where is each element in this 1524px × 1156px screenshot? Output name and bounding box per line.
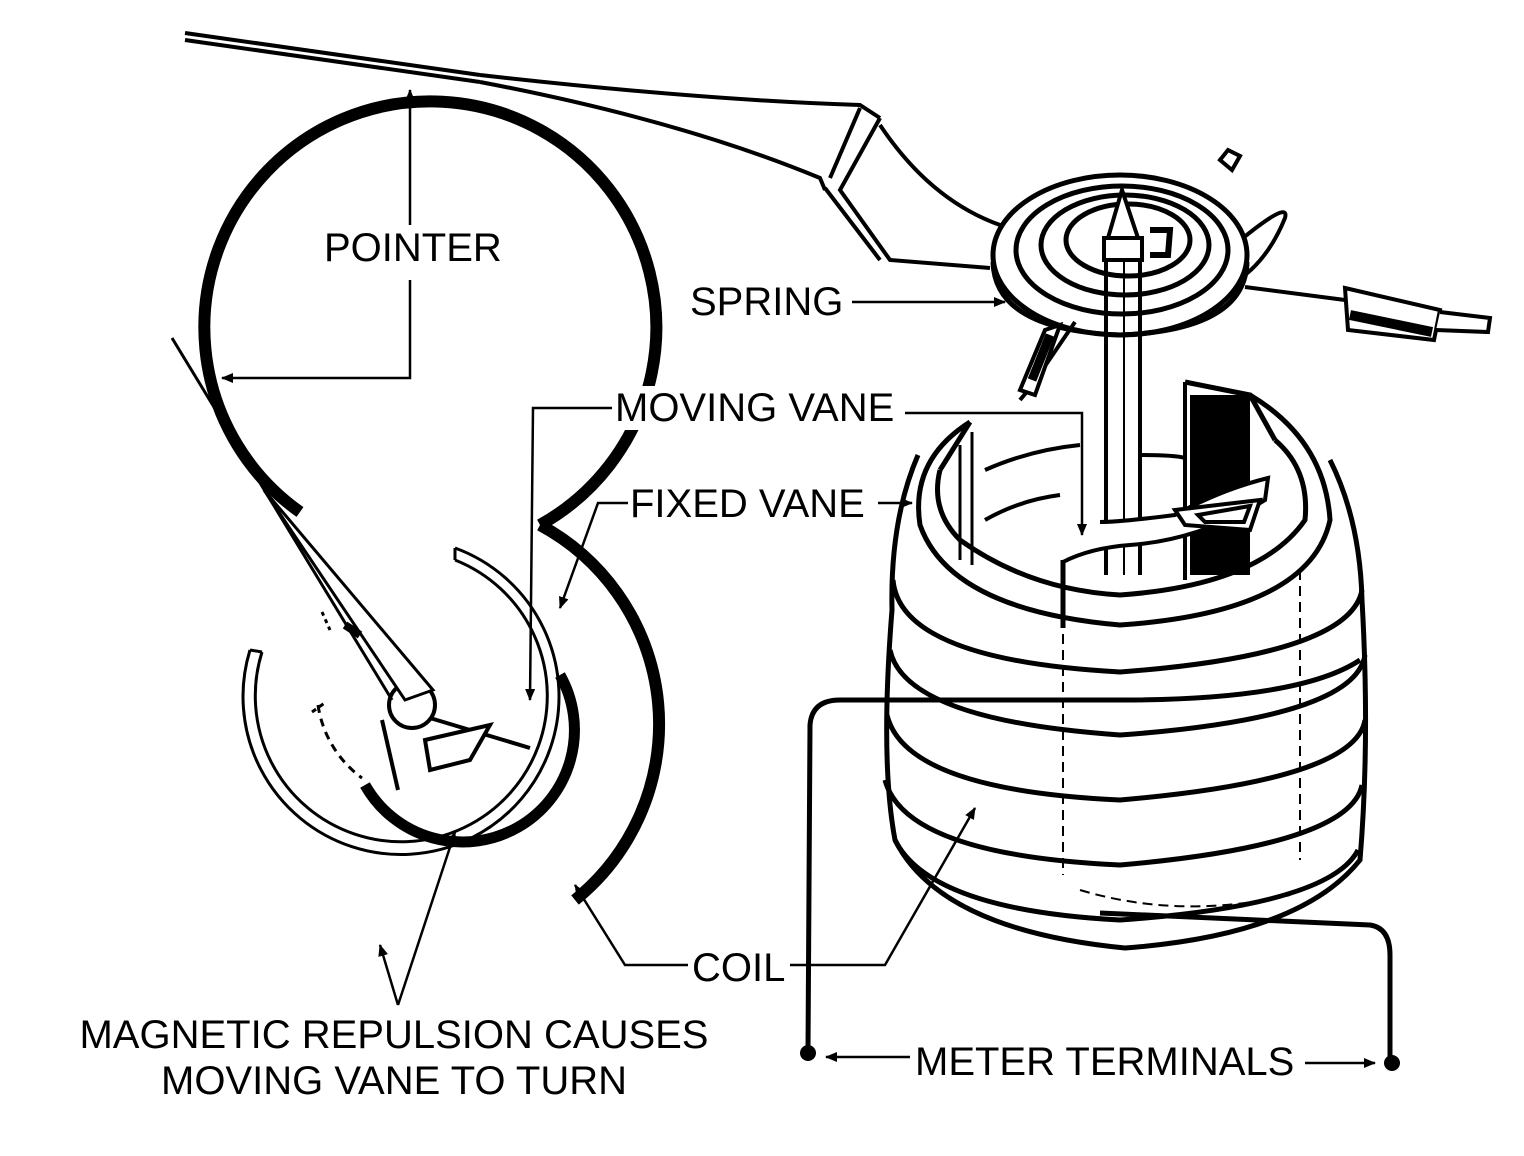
left-meter-terminal xyxy=(800,1045,816,1061)
moving-vane-arc xyxy=(360,672,580,848)
moving-vane-leader-right xyxy=(905,411,1087,536)
repulsion-leader-2 xyxy=(396,831,457,1006)
leader-lines xyxy=(221,89,1376,1068)
repulsion-leader-1 xyxy=(378,944,400,1006)
fixed-vane-label: FIXED VANE xyxy=(630,482,865,526)
coil-label: COIL xyxy=(692,946,786,990)
terminal-wires xyxy=(805,657,1393,1060)
caption-line-2: MOVING VANE TO TURN xyxy=(161,1059,627,1103)
coil-ring-lower xyxy=(537,519,666,905)
moving-vane-previous-position xyxy=(316,704,363,780)
pointer-arm xyxy=(184,31,1001,270)
meter-terminals-label: METER TERMINALS xyxy=(915,1040,1295,1084)
end-view xyxy=(170,95,666,905)
coil-ring xyxy=(198,95,663,531)
spring-label: SPRING xyxy=(690,280,844,324)
balance-weights xyxy=(1017,285,1493,402)
coil-leader-right xyxy=(790,807,977,967)
repulsion-caption: MAGNETIC REPULSION CAUSES MOVING VANE TO… xyxy=(64,1012,724,1104)
perspective-view xyxy=(184,31,1493,1071)
moving-vane-leader-left xyxy=(525,406,612,701)
pointer-leader-down xyxy=(221,280,412,383)
caption-line-1: MAGNETIC REPULSION CAUSES xyxy=(79,1013,709,1057)
coil-leader-left xyxy=(573,884,688,967)
coil-body xyxy=(882,454,1369,951)
fixed-vane-leader-left xyxy=(558,501,628,609)
moving-vane xyxy=(1060,475,1271,628)
fixed-vane-cylinder xyxy=(916,379,1333,628)
moving-vane-label: MOVING VANE xyxy=(615,386,895,430)
right-meter-terminal xyxy=(1384,1055,1400,1071)
pointer-label: POINTER xyxy=(324,226,502,270)
